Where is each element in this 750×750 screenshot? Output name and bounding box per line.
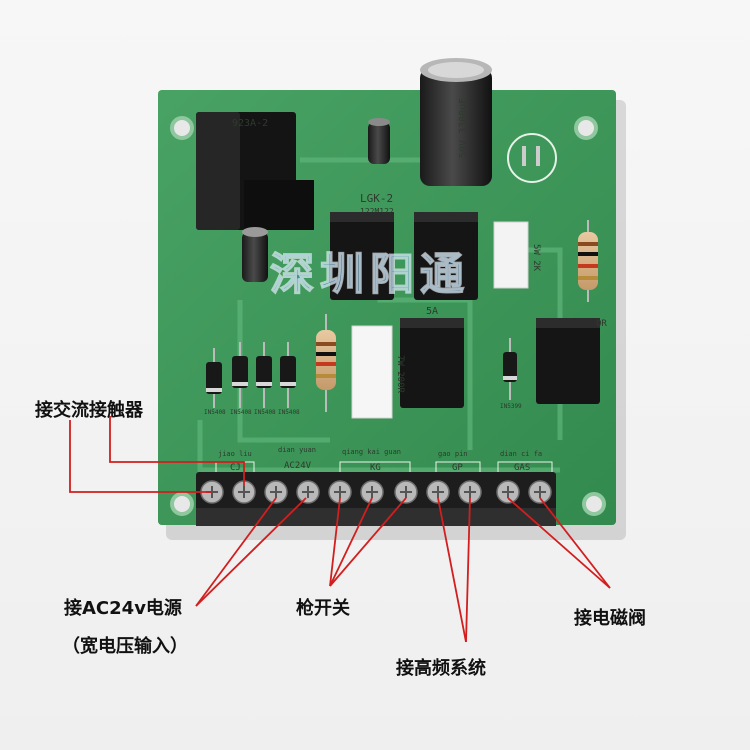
svg-text:OR: OR — [596, 319, 607, 329]
svg-text:50V 3300uF: 50V 3300uF — [458, 98, 469, 158]
terminal-screws — [200, 480, 552, 504]
diode-2 — [232, 342, 248, 408]
svg-text:LGK-2: LGK-2 — [360, 192, 393, 205]
relay-2 — [414, 212, 478, 300]
svg-text:IN5408: IN5408 — [254, 409, 276, 416]
watermark: 深圳阳通 — [269, 248, 470, 301]
svg-text:IN5408: IN5408 — [278, 409, 300, 416]
svg-text:GP: GP — [452, 463, 463, 473]
svg-text:122M122: 122M122 — [360, 207, 394, 216]
callout-gun-switch: 枪开关 — [296, 598, 350, 619]
silkscreen-labels: jiao liu CJ dian yuan AC24V qiang kai gu… — [218, 446, 542, 473]
callout-contactor: 接交流接触器 — [35, 400, 143, 421]
svg-text:IN5399: IN5399 — [500, 403, 522, 410]
svg-text:dian yuan: dian yuan — [278, 446, 316, 454]
svg-text:AC24V: AC24V — [284, 461, 312, 471]
resistor-2 — [578, 220, 598, 302]
relay-3 — [400, 318, 464, 408]
relay-1 — [330, 212, 394, 300]
callout-hf-system: 接高频系统 — [396, 658, 486, 679]
diode-3 — [256, 342, 272, 408]
resistor-1 — [316, 314, 336, 412]
svg-text:7W 200R: 7W 200R — [395, 355, 405, 394]
svg-text:923A-2: 923A-2 — [232, 118, 268, 129]
svg-text:IN5408: IN5408 — [230, 409, 252, 416]
svg-text:CJ: CJ — [230, 463, 241, 473]
callout-power: 接AC24v电源 — [64, 598, 182, 619]
cement-resistor-small — [493, 221, 529, 289]
cement-resistor-large — [351, 325, 393, 419]
diode-1 — [206, 348, 222, 408]
relay-4 — [536, 318, 600, 404]
callout-lines — [69, 416, 611, 643]
svg-text:KG: KG — [370, 463, 381, 473]
svg-text:qiang kai guan: qiang kai guan — [342, 448, 401, 456]
svg-text:5W 2K: 5W 2K — [531, 244, 541, 272]
svg-text:dian ci fa: dian ci fa — [500, 450, 542, 458]
diode-4 — [280, 342, 296, 408]
svg-text:jiao liu: jiao liu — [218, 450, 252, 458]
capacitor-small-2 — [242, 227, 268, 282]
capacitor-large — [420, 58, 492, 186]
callout-solenoid: 接电磁阀 — [574, 608, 646, 629]
mounting-holes — [170, 116, 606, 516]
callout-power-note: （宽电压输入） — [62, 636, 188, 657]
capacitor-small-1 — [368, 118, 390, 164]
svg-text:IN5408: IN5408 — [204, 409, 226, 416]
svg-text:GAS: GAS — [514, 463, 530, 473]
svg-text:5A: 5A — [426, 306, 438, 317]
power-relay — [196, 112, 314, 230]
diode-5 — [503, 338, 517, 400]
svg-text:gao pin: gao pin — [438, 450, 468, 458]
